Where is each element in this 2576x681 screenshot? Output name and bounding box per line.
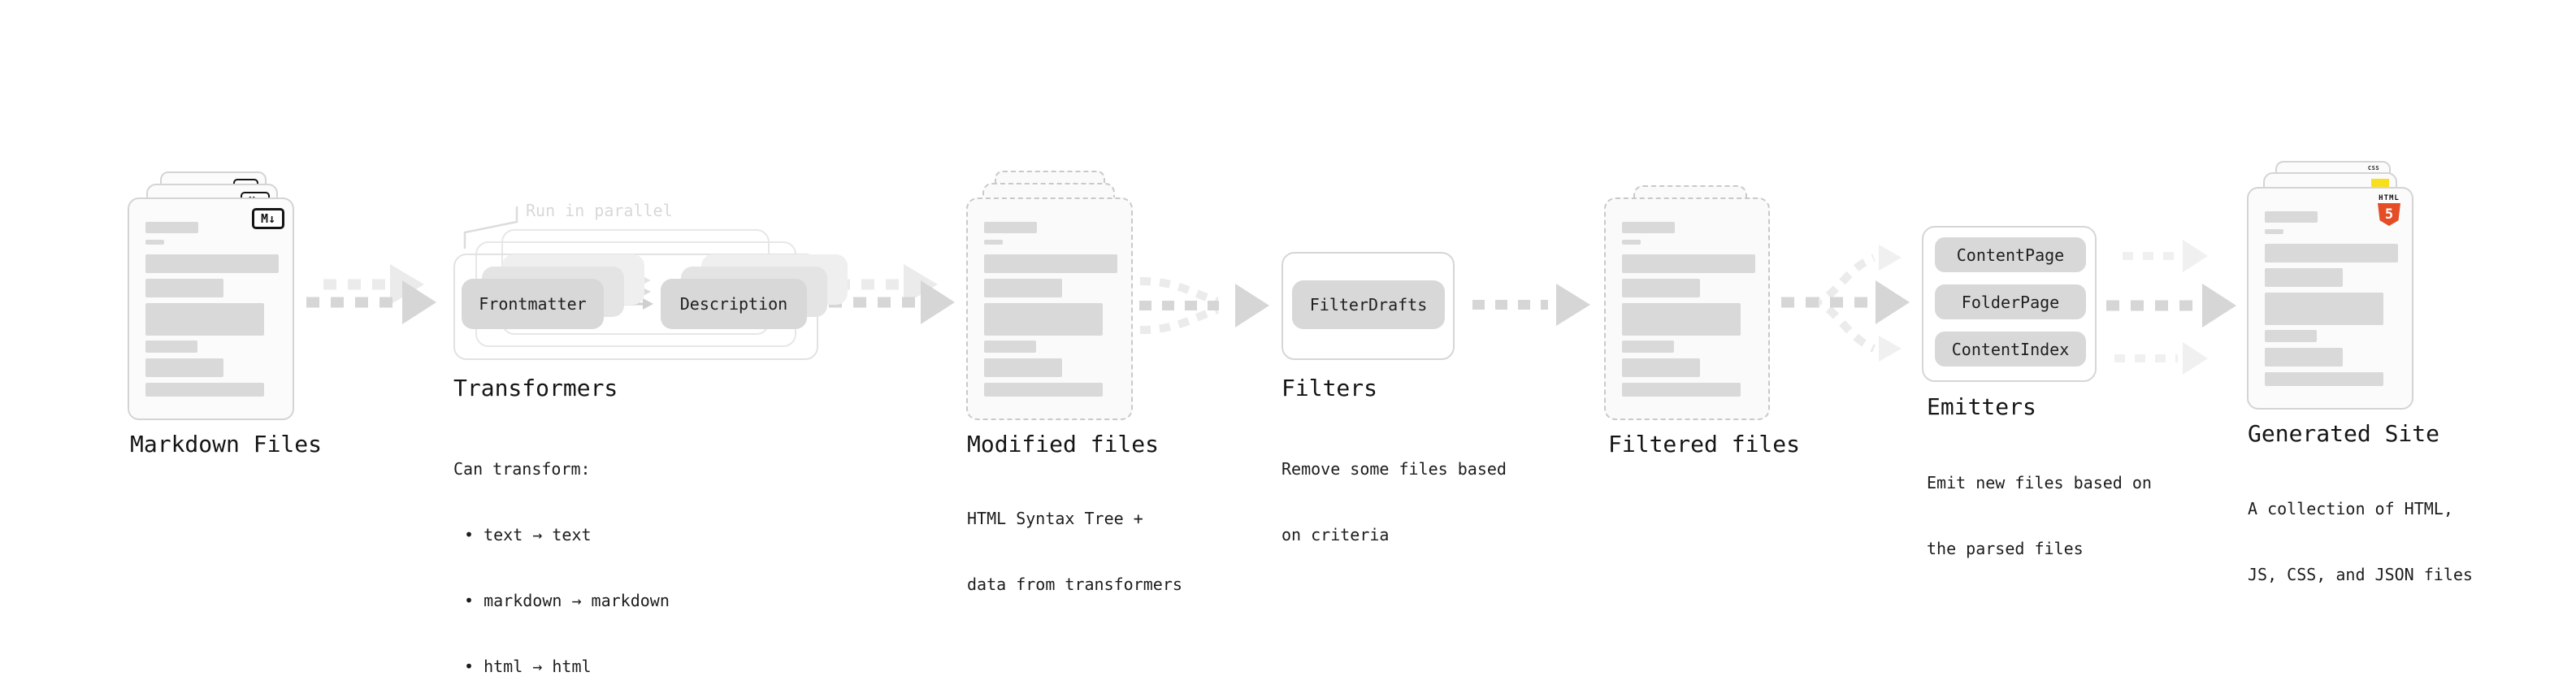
placeholder-text-bar	[2265, 372, 2383, 386]
placeholder-text-bar	[984, 240, 1003, 245]
markdown-icon: M↓	[252, 208, 284, 229]
placeholder-text-bar	[145, 240, 164, 245]
placeholder-text-bar	[984, 222, 1037, 233]
placeholder-text-bar	[984, 254, 1117, 273]
modified-files-title: Modified files	[967, 431, 1160, 458]
arrow-filters-to-filtered	[1472, 284, 1590, 326]
placeholder-text-bar	[1622, 279, 1700, 297]
placeholder-text-bar	[2265, 268, 2343, 287]
filters-note-line: Remove some files based	[1281, 459, 1507, 479]
placeholder-text-bar	[1622, 358, 1700, 377]
emitters-note-line: Emit new files based on	[1927, 473, 2152, 492]
placeholder-text-bar	[2265, 348, 2343, 367]
placeholder-text-bar	[1622, 240, 1641, 245]
frontmatter-step: Frontmatter	[462, 279, 604, 329]
placeholder-text-bar	[145, 303, 264, 336]
transformers-bullet: • html → html	[464, 657, 592, 676]
generated-site-note-line: A collection of HTML,	[2248, 499, 2453, 518]
html5-icon-word: HTML	[2379, 194, 2400, 202]
transformers-bullet: • markdown → markdown	[464, 591, 670, 610]
placeholder-text-bar	[2265, 293, 2383, 325]
filtered-file-card	[1604, 197, 1770, 420]
filters-note: Remove some files based on criteria	[1281, 414, 1507, 590]
modified-files-note-line: HTML Syntax Tree +	[967, 509, 1143, 528]
arrow-filtered-to-emitters	[1781, 245, 1910, 362]
folder-page-emitter: FolderPage	[1935, 284, 2086, 319]
modified-file-card	[966, 197, 1133, 420]
run-in-parallel-leader-line	[463, 206, 518, 249]
run-in-parallel-annotation: Run in parallel	[526, 201, 673, 220]
placeholder-text-bar	[1622, 303, 1741, 336]
filters-note-line: on criteria	[1281, 525, 1390, 544]
arrow-transformers-to-modified	[829, 264, 955, 324]
transformers-note-title: Can transform:	[453, 459, 591, 479]
html5-icon-number: 5	[2384, 206, 2394, 223]
content-page-emitter: ContentPage	[1935, 237, 2086, 272]
emitters-title: Emitters	[1927, 393, 2036, 420]
generated-site-note-line: JS, CSS, and JSON files	[2248, 565, 2473, 584]
placeholder-text-bar	[2265, 330, 2317, 342]
placeholder-text-bar	[1622, 340, 1674, 353]
placeholder-text-bar	[145, 222, 198, 233]
content-index-emitter: ContentIndex	[1935, 332, 2086, 367]
generated-site-title: Generated Site	[2248, 420, 2440, 447]
placeholder-text-bar	[145, 340, 197, 353]
filtered-files-title: Filtered files	[1608, 431, 1801, 458]
transformers-bullet: • text → text	[464, 525, 592, 544]
html5-icon-shield: 5	[2378, 203, 2400, 226]
placeholder-text-bar	[1622, 383, 1741, 397]
placeholder-text-bar	[984, 279, 1062, 297]
arrow-modified-to-filters	[1139, 277, 1269, 334]
html5-icon: HTML 5	[2375, 195, 2403, 226]
placeholder-text-bar	[984, 383, 1103, 397]
placeholder-text-bar	[984, 340, 1036, 353]
placeholder-text-bar	[984, 358, 1062, 377]
modified-files-note-line: data from transformers	[967, 575, 1182, 594]
filter-drafts-step: FilterDrafts	[1292, 280, 1445, 329]
placeholder-text-bar	[2265, 244, 2398, 262]
css-icon-label: CSS	[2367, 165, 2380, 171]
emitters-note: Emit new files based on the parsed files	[1927, 428, 2152, 604]
filters-title: Filters	[1281, 375, 1378, 401]
arrow-markdown-to-transformers	[306, 264, 436, 324]
markdown-file-card: M↓	[128, 197, 294, 420]
emitters-note-line: the parsed files	[1927, 539, 2084, 558]
arrow-emitters-to-generated	[2106, 240, 2236, 375]
transformers-note: Can transform: • text → text • markdown …	[453, 414, 670, 681]
description-step: Description	[661, 279, 807, 329]
generated-site-card: HTML 5	[2247, 187, 2413, 410]
placeholder-text-bar	[984, 303, 1103, 336]
placeholder-text-bar	[2265, 229, 2283, 234]
transformers-title: Transformers	[453, 375, 618, 401]
placeholder-text-bar	[145, 383, 264, 397]
placeholder-text-bar	[1622, 254, 1755, 273]
placeholder-text-bar	[145, 358, 223, 377]
placeholder-text-bar	[1622, 222, 1675, 233]
placeholder-text-bar	[145, 254, 279, 273]
placeholder-text-bar	[2265, 211, 2318, 223]
modified-files-note: HTML Syntax Tree + data from transformer…	[967, 464, 1182, 640]
markdown-files-title: Markdown Files	[130, 431, 323, 458]
generated-site-note: A collection of HTML, JS, CSS, and JSON …	[2248, 454, 2473, 630]
placeholder-text-bar	[145, 279, 223, 297]
